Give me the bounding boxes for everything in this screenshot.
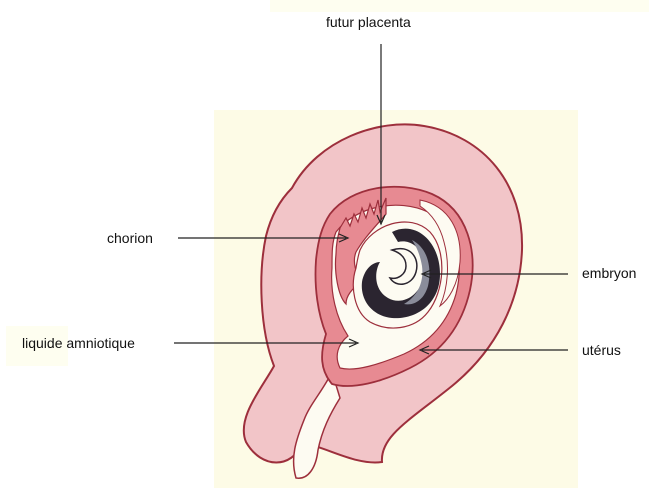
label-chorion: chorion — [107, 230, 153, 246]
label-amniotic: liquide amniotique — [22, 335, 135, 351]
label-uterus: utérus — [582, 342, 621, 358]
label-embryo: embryon — [582, 265, 636, 281]
label-placenta: futur placenta — [326, 14, 411, 30]
